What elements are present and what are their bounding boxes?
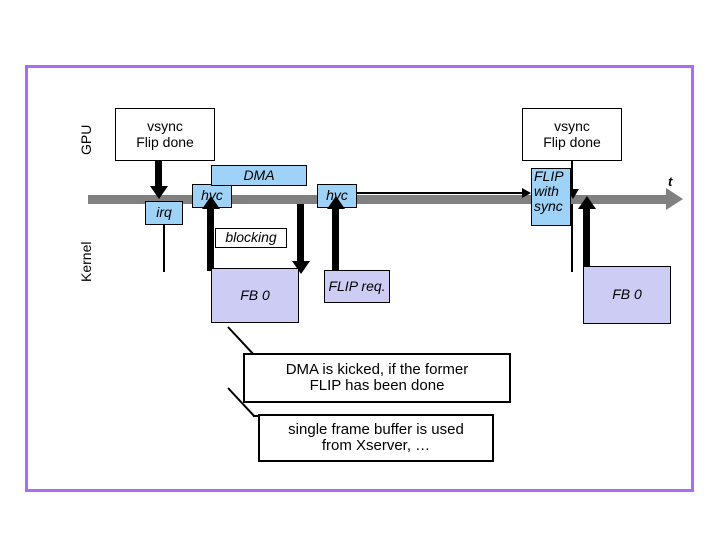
callout-note-fb: single frame buffer is used from Xserver…	[258, 414, 494, 462]
vsync-left-arrow-head	[149, 186, 168, 199]
fb0-right-up-arrow-shaft	[583, 207, 590, 269]
flip-sync-line3: sync	[534, 198, 563, 215]
vsync-left-line2: Flip done	[136, 133, 194, 150]
dma-down-arrow-shaft	[297, 204, 304, 264]
kernel-box-flip-req: FLIP req.	[324, 270, 390, 303]
fb0-right-up-arrow-head	[577, 196, 596, 209]
kernel-box-fb0-left: FB 0	[211, 268, 299, 323]
callout-note-dma: DMA is kicked, if the former FLIP has be…	[243, 353, 511, 403]
kernel-box-blocking: blocking	[215, 228, 287, 248]
timeline-bar	[88, 195, 672, 204]
note-fb-line1: single frame buffer is used	[288, 420, 464, 438]
slide-frame	[25, 65, 694, 492]
note-dma-line1: DMA is kicked, if the former	[285, 360, 469, 378]
hvc-right-up-arrow-head	[326, 196, 345, 209]
flip-request-arrow-head	[522, 188, 531, 198]
vsync-left-arrow-shaft	[155, 161, 162, 188]
flip-sync-line1: FLIP	[534, 168, 564, 184]
vsync-right-lifeline	[571, 204, 573, 272]
hvc-left-up-arrow-head	[201, 196, 220, 209]
flip-sync-line2: with	[534, 183, 559, 200]
lane-label-gpu: GPU	[78, 124, 94, 155]
vsync-left-line1: vsync	[147, 118, 183, 135]
timeline-box-irq: irq	[145, 201, 183, 225]
vsync-right-line1: vsync	[554, 118, 590, 135]
vsync-right-line2: Flip done	[543, 133, 601, 150]
irq-lifeline	[163, 225, 165, 272]
note-fb-line2: from Xserver, …	[321, 437, 431, 454]
gpu-event-vsync-right: vsync Flip done	[522, 108, 622, 161]
hvc-right-up-arrow-shaft	[332, 207, 339, 275]
vsync-right-arrow-head	[567, 189, 579, 199]
hvc-left-up-arrow-shaft	[207, 207, 214, 271]
timeline-box-flip-with-sync: FLIP with sync	[531, 168, 571, 226]
time-axis-label: t	[668, 174, 673, 189]
lane-label-kernel: Kernel	[78, 241, 94, 282]
timeline-box-dma: DMA	[211, 165, 307, 186]
kernel-box-fb0-right: FB 0	[583, 266, 671, 324]
flip-request-arrow-shaft	[357, 192, 524, 194]
timeline-arrowhead	[666, 188, 683, 210]
vsync-right-arrow-shaft	[571, 161, 573, 193]
gpu-event-vsync-left: vsync Flip done	[115, 108, 215, 161]
note-dma-line2: FLIP has been done	[309, 377, 445, 394]
